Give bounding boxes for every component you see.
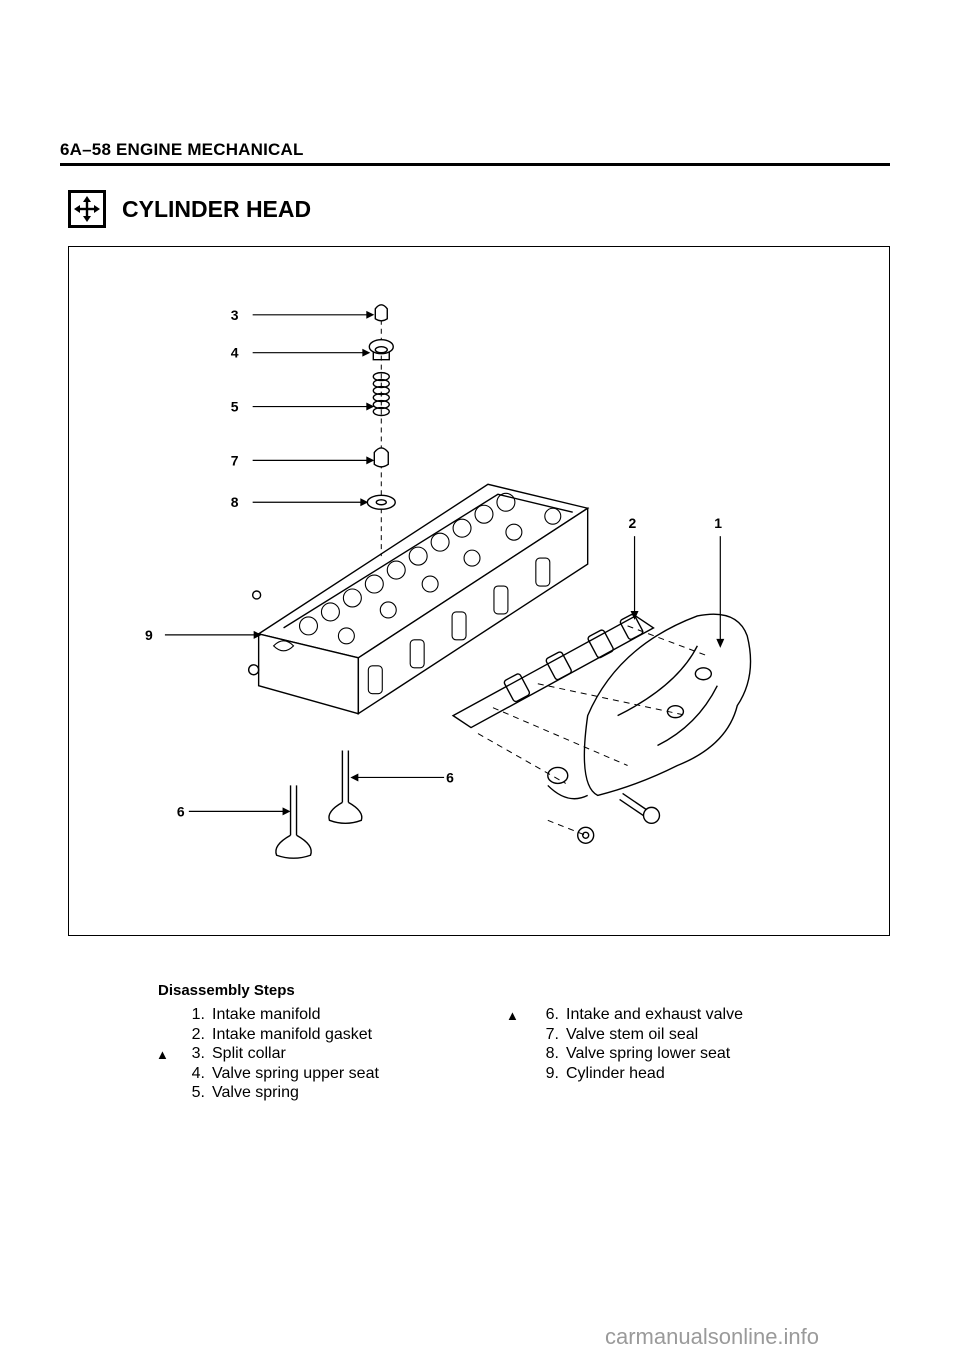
valve-right-drawing [328,750,363,825]
list-item: ▲6.Intake and exhaust valve [506,1005,743,1025]
callout-9: 9 [145,627,153,643]
caution-triangle-icon: ▲ [156,1047,169,1063]
exploded-view-figure: 3 4 5 7 8 9 6 6 2 1 [68,246,890,936]
section-title: CYLINDER HEAD [122,196,312,222]
callout-2: 2 [629,515,637,531]
callout-5: 5 [231,399,239,415]
callout-8: 8 [231,494,239,510]
list-item: ▲3.Split collar [156,1044,379,1064]
steps-list-right: ▲6.Intake and exhaust valve 7.Valve stem… [506,1005,743,1083]
page-header: 6A–58 ENGINE MECHANICAL [60,140,304,159]
watermark: carmanualsonline.info [605,1324,820,1349]
callout-6-right: 6 [446,769,454,785]
list-item: 1.Intake manifold [191,1006,321,1023]
nut-drawing [577,826,595,844]
split-collar-drawing [374,304,388,322]
callout-1: 1 [714,515,722,531]
caution-triangle-icon: ▲ [506,1008,519,1023]
callout-3: 3 [231,307,239,323]
callout-7: 7 [231,452,239,468]
spring-upper-seat-drawing [368,339,394,361]
steps-heading: Disassembly Steps [158,982,295,999]
intake-manifold-drawing [547,613,752,800]
list-item: 2.Intake manifold gasket [191,1025,373,1043]
cylinder-head-drawing [247,483,590,715]
list-item: 8.Valve spring lower seat [545,1045,731,1063]
stem-oil-seal-drawing [373,447,389,468]
list-item: 4.Valve spring upper seat [191,1064,379,1082]
header-rule [60,163,890,166]
callout-6-left: 6 [177,803,185,819]
valve-left-drawing [275,785,312,859]
callout-4: 4 [231,345,239,361]
disassembly-arrows-icon [68,190,106,228]
list-item: 5.Valve spring [191,1084,299,1102]
manifold-gasket-drawing [451,613,655,729]
cylinder-head-diagram: 3 4 5 7 8 9 6 6 2 1 [145,304,752,859]
valve-spring-drawing [372,371,390,417]
list-item: 9.Cylinder head [545,1064,665,1082]
bolt-drawing [619,792,661,825]
steps-list-left: 1.Intake manifold 2.Intake manifold gask… [156,1005,379,1103]
list-item: 7.Valve stem oil seal [545,1025,699,1043]
lower-seat-drawing [366,494,396,510]
